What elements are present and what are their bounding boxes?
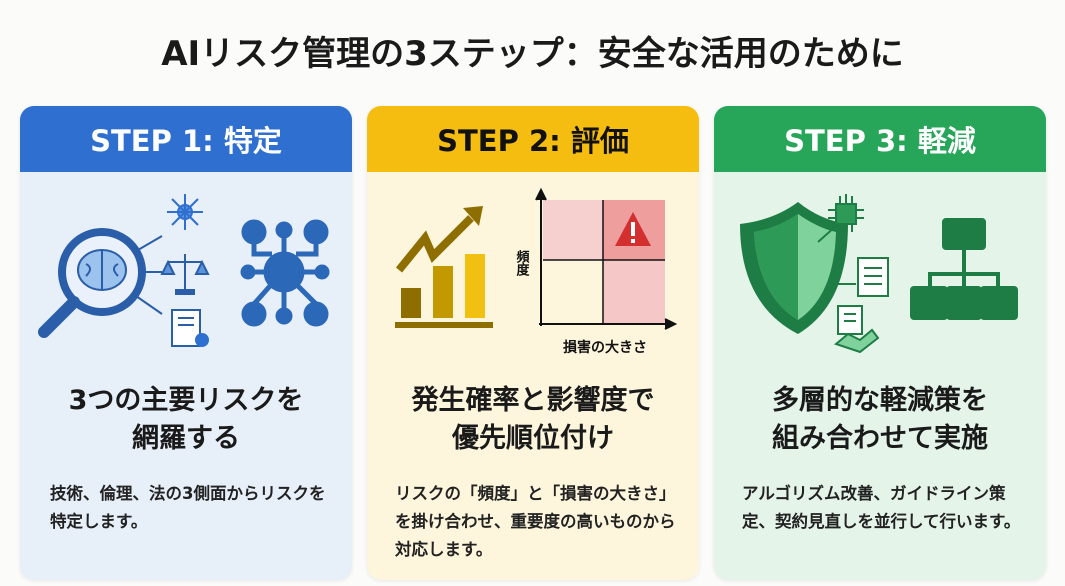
step-2-description: リスクの「頻度」と「損害の大きさ」を掛け合わせ、重要度の高いものから対応します。 (395, 484, 676, 559)
heading-line: 優先順位付け (452, 423, 614, 454)
step-3-card: STEP 3: 軽減 多層的な軽減策 (714, 106, 1046, 580)
heading-line: 網羅する (132, 423, 240, 454)
step-2-card: STEP 2: 評価 頻度 損害の大きさ 発生確率 (367, 106, 699, 580)
heading-line: 多層的な軽減策を (772, 385, 988, 416)
rising-bar-chart-icon (395, 206, 493, 328)
evaluate-icons: 頻度 損害の大きさ (395, 187, 678, 356)
x-axis-label: 損害の大きさ (563, 339, 647, 356)
connected-hub-icon (240, 219, 330, 327)
mitigate-icons (740, 194, 1018, 354)
hierarchy-icon (910, 218, 1018, 320)
step-2-heading: 発生確率と影響度で 優先順位付け (367, 382, 699, 458)
y-axis-arrow (535, 187, 547, 326)
chip-icon (817, 194, 864, 243)
step-1-header: STEP 1: 特定 (20, 106, 352, 172)
y-axis-label: 頻度 (514, 249, 530, 277)
step-1-description: 技術、倫理、法の3側面からリスクを特定します。 (50, 484, 326, 531)
step-3-description: アルゴリズム改善、ガイドライン策定、契約見直しを並行して行います。 (742, 484, 1021, 531)
page-title: AIリスク管理の3ステップ：安全な活用のために (161, 34, 904, 74)
step-1-heading: 3つの主要リスクを 網羅する (20, 382, 352, 458)
step-1-card: STEP 1: 特定 (20, 106, 352, 580)
handshake-contract-icon (833, 305, 880, 354)
risk-matrix: 頻度 損害の大きさ (514, 187, 678, 356)
identify-icons (38, 194, 330, 347)
shield-icon (740, 202, 848, 334)
x-axis-arrow (539, 318, 678, 330)
network-node-icon (167, 194, 203, 230)
warning-icon (615, 212, 651, 246)
heading-line: 3つの主要リスクを (68, 385, 304, 416)
step-3-header: STEP 3: 軽減 (714, 106, 1046, 172)
contract-document-icon (171, 309, 209, 347)
step-2-header: STEP 2: 評価 (367, 106, 699, 172)
step-3-heading: 多層的な軽減策を 組み合わせて実施 (714, 382, 1046, 458)
scales-icon (160, 254, 210, 295)
magnifier-brain-icon (38, 228, 163, 338)
heading-line: 発生確率と影響度で (411, 385, 655, 416)
heading-line: 組み合わせて実施 (772, 423, 988, 454)
document-icon (838, 257, 889, 297)
